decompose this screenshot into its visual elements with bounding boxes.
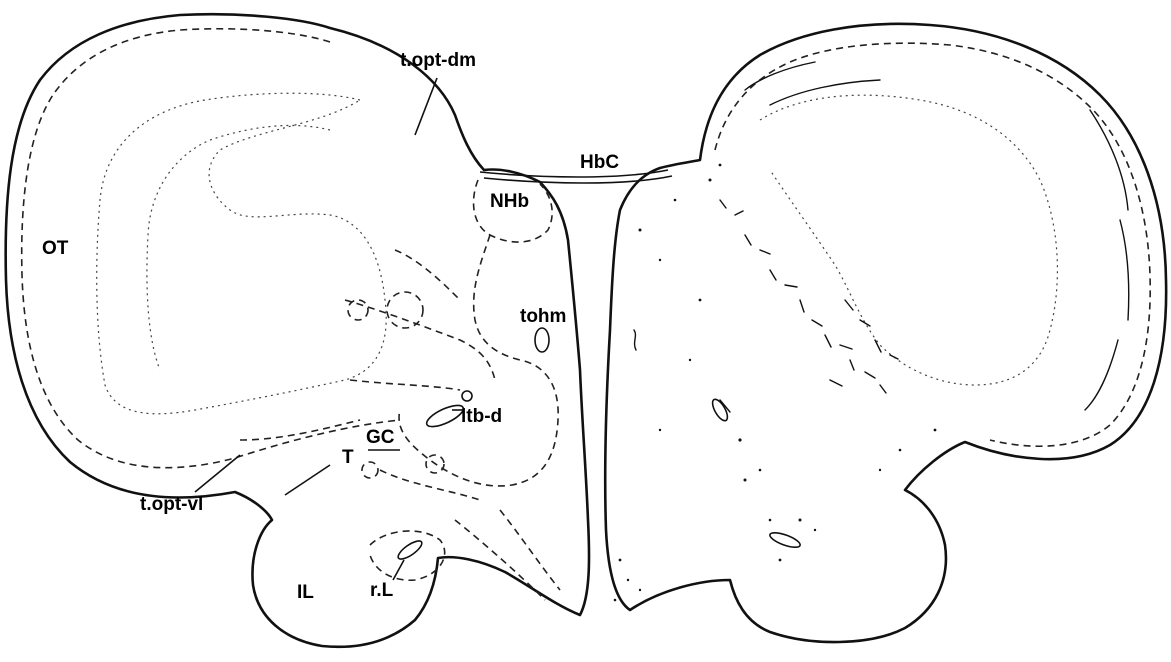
right-tectum-dotted — [760, 95, 1057, 385]
left-tectum-dotted-core — [147, 125, 330, 370]
ltb-d-small-circle — [462, 391, 472, 401]
label-T: T — [342, 447, 354, 468]
t-leader — [285, 465, 330, 495]
right-tectum-dashed-layer — [715, 43, 1150, 446]
label-NHb: NHb — [490, 191, 529, 212]
label-IL: IL — [297, 582, 314, 603]
t-opt-dm-leader — [415, 78, 437, 135]
label-HbC: HbC — [580, 152, 619, 173]
left-lobe-dashed — [370, 531, 445, 580]
left-section-outline — [6, 14, 589, 647]
left-small-circle-1 — [387, 292, 423, 328]
ltb-d-tract-marker — [424, 401, 466, 431]
label-ltb-d: ltb-d — [461, 406, 502, 427]
t-opt-vl-leader — [195, 455, 240, 492]
rl-leader — [393, 560, 404, 580]
right-fiber-tracts — [720, 62, 1129, 412]
label-GC: GC — [366, 427, 395, 448]
left-tegmentum-dashed — [345, 250, 495, 390]
left-tectum-dotted-inner — [97, 93, 386, 414]
left-ventral-dashed — [240, 420, 560, 600]
label-tohm: tohm — [520, 306, 566, 327]
left-central-dashed-boundary — [399, 235, 558, 486]
right-tract-marker-1 — [710, 397, 731, 423]
tohm-tract-marker — [535, 328, 549, 352]
left-small-circle-2 — [348, 300, 368, 320]
label-r-L: r.L — [370, 580, 394, 601]
label-OT: OT — [42, 238, 69, 259]
left-tectum-dashed-layer — [22, 29, 400, 468]
rl-tract-marker — [396, 538, 425, 562]
label-t-opt-dm: t.opt-dm — [400, 50, 476, 71]
label-t-opt-vl: t.opt-vl — [140, 494, 203, 515]
right-section-outline — [605, 24, 1166, 642]
left-small-circle-4 — [362, 462, 378, 478]
right-tract-marker-2 — [768, 530, 801, 550]
right-small-mark — [634, 330, 636, 350]
right-stipple — [614, 164, 937, 602]
